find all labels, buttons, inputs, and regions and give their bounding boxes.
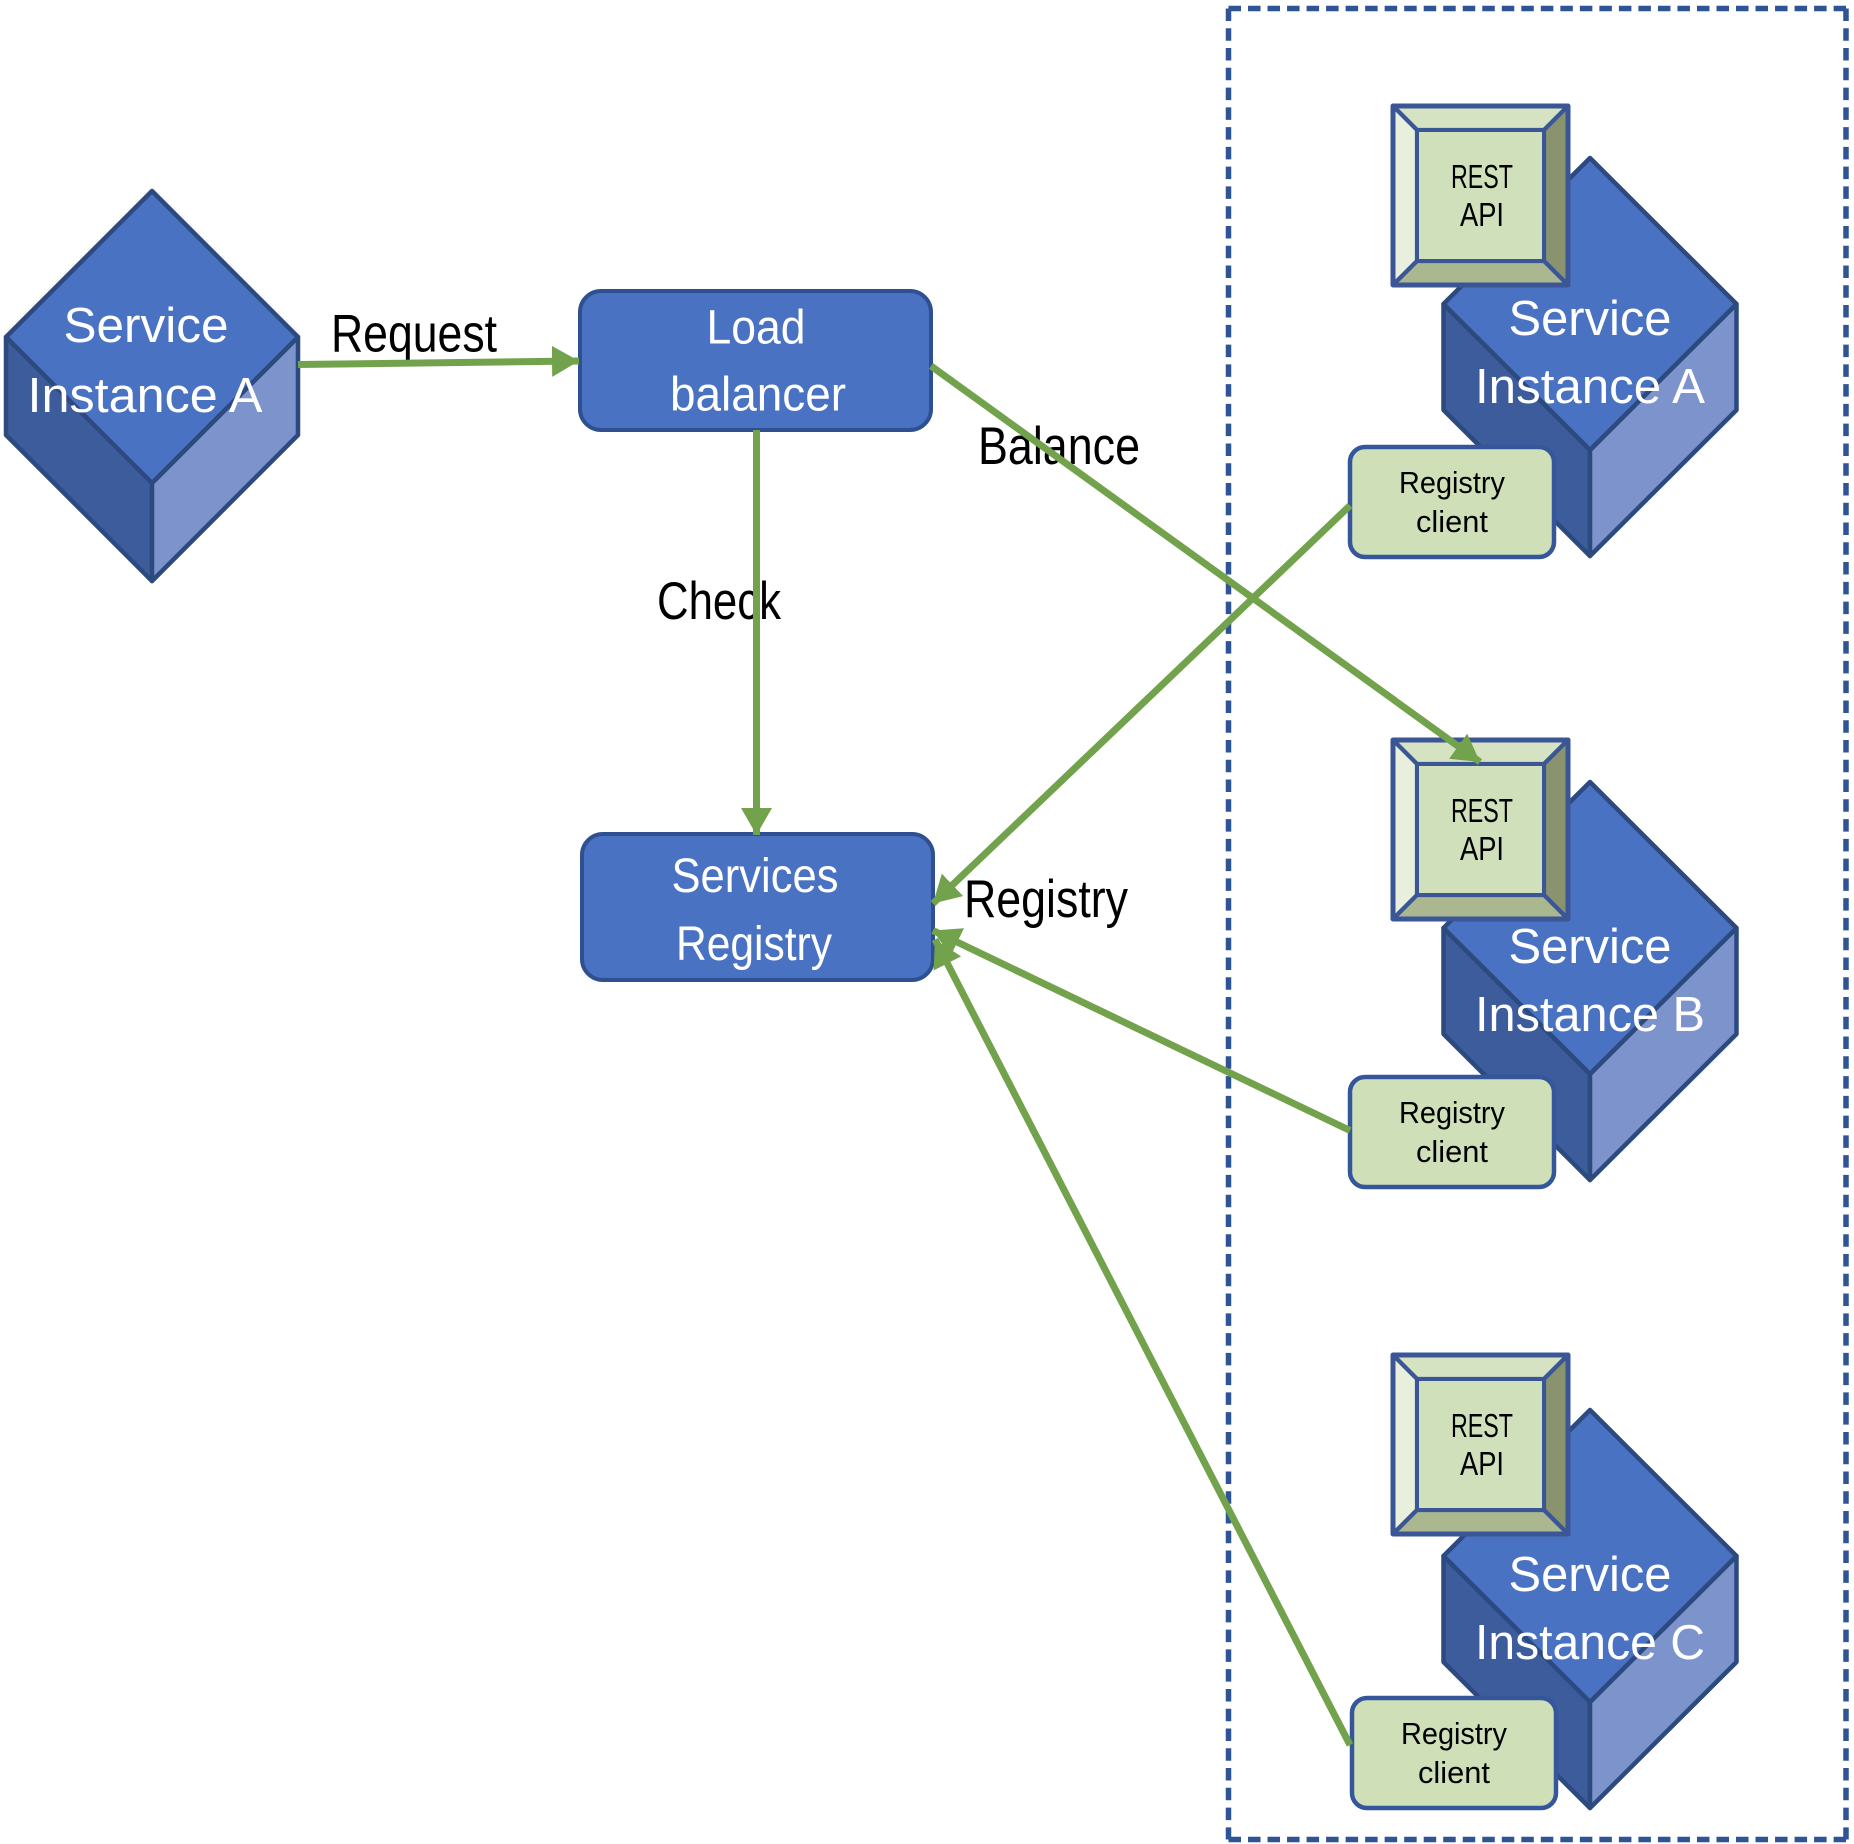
svg-text:Registry: Registry — [1401, 1716, 1507, 1751]
svg-text:REST: REST — [1451, 1407, 1513, 1444]
svg-text:Request: Request — [331, 305, 497, 364]
svg-text:API: API — [1460, 1445, 1504, 1482]
svg-text:Registry: Registry — [1399, 465, 1505, 500]
svg-text:Instance B: Instance B — [1475, 988, 1705, 1042]
svg-text:Service: Service — [1509, 292, 1672, 346]
svg-text:Services: Services — [672, 850, 839, 903]
svg-text:Service: Service — [64, 299, 229, 353]
svg-text:Balance: Balance — [978, 417, 1140, 476]
svg-text:API: API — [1460, 196, 1504, 233]
svg-text:client: client — [1416, 1134, 1488, 1169]
svg-text:Registry: Registry — [964, 870, 1128, 929]
svg-text:Service: Service — [1509, 920, 1672, 974]
svg-text:Registry: Registry — [676, 918, 832, 971]
svg-text:Service: Service — [1509, 1548, 1672, 1602]
svg-text:client: client — [1418, 1755, 1490, 1790]
svg-text:API: API — [1460, 830, 1504, 867]
svg-text:Registry: Registry — [1399, 1095, 1505, 1130]
svg-text:Load: Load — [707, 302, 806, 355]
svg-text:balancer: balancer — [670, 369, 846, 422]
svg-text:Instance A: Instance A — [1475, 360, 1705, 414]
svg-text:REST: REST — [1451, 792, 1513, 829]
svg-text:client: client — [1416, 504, 1488, 539]
svg-text:Instance A: Instance A — [28, 369, 263, 423]
svg-text:Check: Check — [657, 572, 781, 631]
svg-text:Instance C: Instance C — [1475, 1616, 1705, 1670]
svg-text:REST: REST — [1451, 158, 1513, 195]
